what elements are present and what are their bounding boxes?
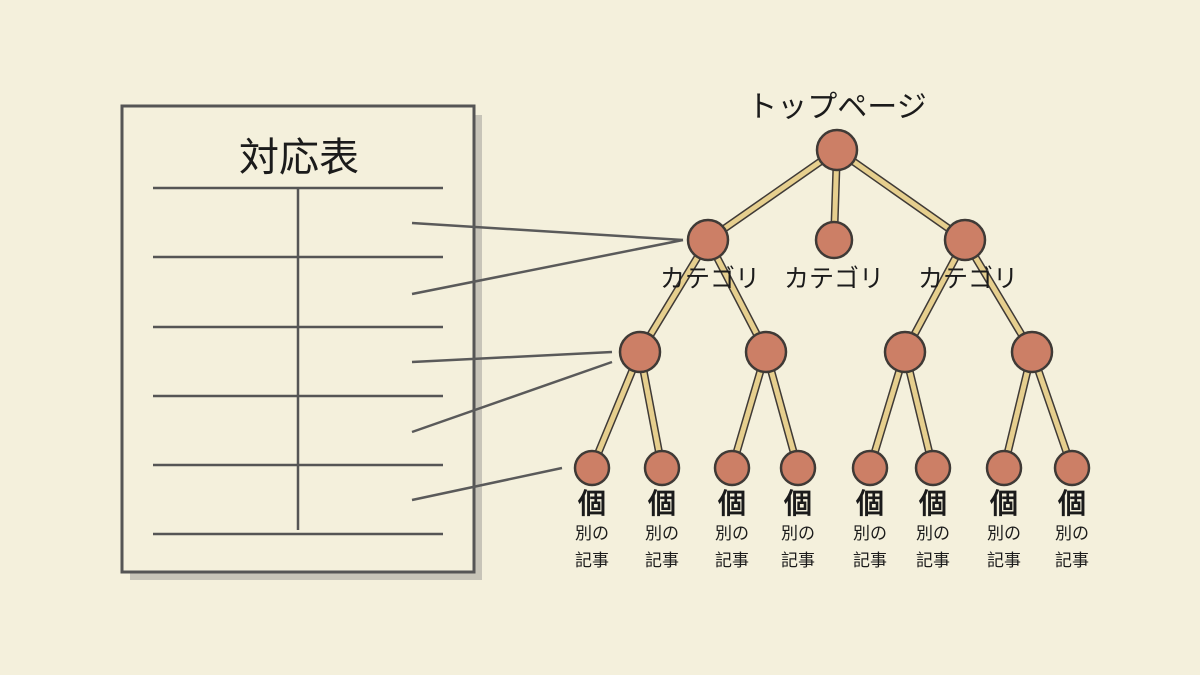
mapping-lines bbox=[411, 221, 684, 502]
article-label-tertiary: 記事 bbox=[853, 551, 887, 571]
article-label-secondary: 別の bbox=[575, 524, 609, 544]
article-node bbox=[643, 449, 681, 487]
article-label-tertiary: 記事 bbox=[987, 551, 1021, 571]
article-label-primary: 個 bbox=[577, 487, 607, 520]
article-label-tertiary: 記事 bbox=[1055, 551, 1089, 571]
article-label-primary: 個 bbox=[855, 487, 885, 520]
subcategory-node bbox=[618, 330, 662, 374]
article-label-tertiary: 記事 bbox=[645, 551, 679, 571]
article-label-secondary: 別の bbox=[916, 524, 950, 544]
category-node bbox=[814, 220, 854, 260]
article-label-secondary: 別の bbox=[645, 524, 679, 544]
article-label-secondary: 別の bbox=[1055, 524, 1089, 544]
subcategory-node bbox=[1010, 330, 1054, 374]
category-label: カテゴリ bbox=[783, 264, 885, 293]
mapping-line bbox=[411, 350, 613, 364]
article-node bbox=[914, 449, 952, 487]
top-page-label: トップページ bbox=[747, 90, 927, 125]
tree-nodes bbox=[573, 128, 1091, 487]
category-node bbox=[686, 218, 730, 262]
article-label-primary: 個 bbox=[647, 487, 677, 520]
mapping-line bbox=[411, 360, 613, 434]
top-page-node bbox=[815, 128, 859, 172]
tree-edge bbox=[962, 237, 1035, 355]
correspondence-table bbox=[120, 104, 482, 580]
article-label-tertiary: 記事 bbox=[916, 551, 950, 571]
article-label-primary: 個 bbox=[717, 487, 747, 520]
subcategory-node bbox=[883, 330, 927, 374]
article-node bbox=[779, 449, 817, 487]
article-label-secondary: 別の bbox=[781, 524, 815, 544]
table-title: 対応表 bbox=[239, 135, 359, 181]
article-label-secondary: 別の bbox=[987, 524, 1021, 544]
category-label: カテゴリ bbox=[659, 264, 761, 293]
category-node bbox=[943, 218, 987, 262]
tree-edge bbox=[834, 147, 968, 243]
article-label-tertiary: 記事 bbox=[575, 551, 609, 571]
article-label-tertiary: 記事 bbox=[715, 551, 749, 571]
article-node bbox=[851, 449, 889, 487]
subcategory-node bbox=[744, 330, 788, 374]
mapping-line bbox=[411, 238, 684, 296]
mapping-line bbox=[411, 221, 684, 242]
article-label-tertiary: 記事 bbox=[781, 551, 815, 571]
article-node bbox=[713, 449, 751, 487]
tree-edge bbox=[637, 237, 711, 355]
article-label-primary: 個 bbox=[989, 487, 1019, 520]
mapping-line bbox=[411, 466, 563, 502]
article-node bbox=[573, 449, 611, 487]
article-node bbox=[1053, 449, 1091, 487]
article-node bbox=[985, 449, 1023, 487]
tree-edges bbox=[588, 146, 1076, 472]
article-label-secondary: 別の bbox=[715, 524, 749, 544]
tree-edge bbox=[705, 147, 840, 243]
article-label-secondary: 別の bbox=[853, 524, 887, 544]
article-label-primary: 個 bbox=[918, 487, 948, 520]
article-label-primary: 個 bbox=[1057, 487, 1087, 520]
category-label: カテゴリ bbox=[917, 264, 1019, 293]
article-label-primary: 個 bbox=[783, 487, 813, 520]
